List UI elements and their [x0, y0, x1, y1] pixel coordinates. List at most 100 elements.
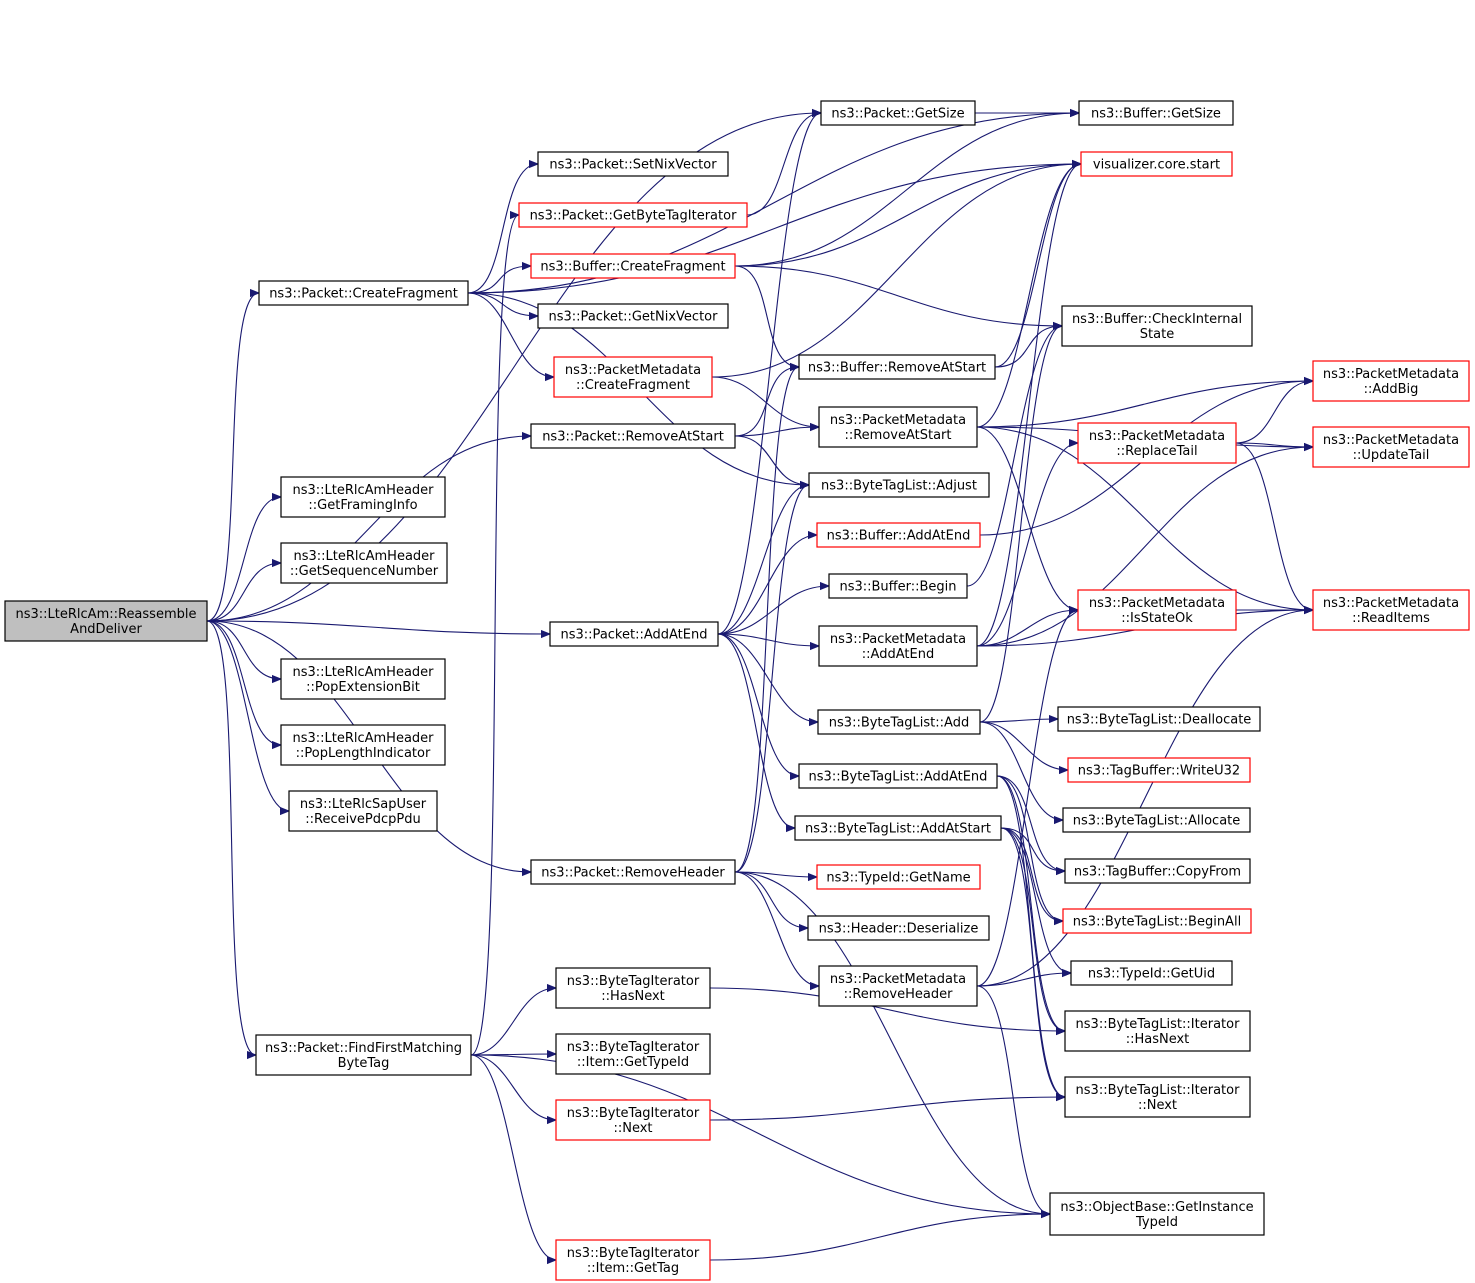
node-label: ns3::PacketMetadata	[565, 363, 701, 378]
edge-path	[206, 293, 260, 622]
edge-pkt-addatend-to-buf-begin	[717, 586, 829, 635]
node-box	[816, 864, 981, 890]
edge-path	[746, 113, 821, 216]
graph-node-pm-addbig[interactable]: ns3::PacketMetadata::AddBig	[1312, 360, 1470, 402]
edge-pkt-createfragment-to-pm-createfragment	[467, 292, 554, 377]
graph-node-bti-item-gettag[interactable]: ns3::ByteTagIterator::Item::GetTag	[555, 1239, 711, 1281]
graph-node-header-deserialize[interactable]: ns3::Header::Deserialize	[807, 915, 990, 941]
graph-node-buf-removeatstart[interactable]: ns3::Buffer::RemoveAtStart	[798, 354, 996, 380]
graph-node-pm-removeatstart[interactable]: ns3::PacketMetadata::RemoveAtStart	[818, 406, 978, 448]
node-label: ns3::ObjectBase::GetInstance	[1060, 1200, 1253, 1215]
node-box	[4, 600, 208, 642]
node-box	[807, 915, 990, 941]
graph-node-tagbuf-writeu32[interactable]: ns3::TagBuffer::WriteU32	[1067, 757, 1251, 783]
edge-path	[1235, 442, 1314, 610]
edge-pkt-addatend-to-btl-adjust	[717, 485, 809, 635]
node-box	[1064, 858, 1251, 884]
node-box	[1080, 151, 1233, 177]
graph-node-bti-hasnext[interactable]: ns3::ByteTagIterator::HasNext	[555, 967, 711, 1009]
graph-node-btl-addatend[interactable]: ns3::ByteTagList::AddAtEnd	[798, 763, 998, 789]
graph-node-tagbuf-copyfrom[interactable]: ns3::TagBuffer::CopyFrom	[1064, 858, 1251, 884]
graph-node-btl-iter-hasnext[interactable]: ns3::ByteTagList::Iterator::HasNext	[1064, 1010, 1251, 1052]
graph-node-visualizer-core-start[interactable]: visualizer.core.start	[1080, 151, 1233, 177]
node-label: ns3::PacketMetadata	[1089, 429, 1225, 444]
edge-btl-add-to-btl-allocate	[979, 721, 1063, 820]
node-label: ns3::Packet::SetNixVector	[549, 158, 717, 173]
graph-node-btl-adjust[interactable]: ns3::ByteTagList::Adjust	[808, 472, 990, 498]
edge-pm-addatend-to-visualizer-core-start	[976, 164, 1082, 647]
edge-path	[711, 376, 819, 427]
graph-node-btl-add[interactable]: ns3::ByteTagList::Add	[817, 709, 981, 735]
edge-pkt-findfirstmatchingbytetag-to-bti-item-gettag	[470, 1054, 557, 1260]
node-box	[280, 476, 446, 518]
graph-node-pkt-removeatstart[interactable]: ns3::Packet::RemoveAtStart	[530, 423, 736, 449]
node-label: ::UpdateTail	[1353, 448, 1430, 463]
graph-node-pkt-addatend[interactable]: ns3::Packet::AddAtEnd	[549, 621, 719, 647]
node-label: ns3::PacketMetadata	[1323, 433, 1459, 448]
graph-node-btl-allocate[interactable]: ns3::ByteTagList::Allocate	[1062, 807, 1251, 833]
graph-node-btl-beginall[interactable]: ns3::ByteTagList::BeginAll	[1062, 908, 1252, 934]
graph-node-pm-updatetail[interactable]: ns3::PacketMetadata::UpdateTail	[1312, 426, 1470, 468]
node-box	[798, 354, 996, 380]
edge-path	[206, 620, 290, 811]
edges	[206, 113, 1314, 1260]
graph-node-pkt-getnixvector[interactable]: ns3::Packet::GetNixVector	[537, 303, 729, 329]
node-box	[1077, 589, 1237, 631]
node-label: ns3::LteRlcAmHeader	[292, 731, 434, 746]
graph-node-btl-deallocate[interactable]: ns3::ByteTagList::Deallocate	[1057, 706, 1261, 732]
graph-node-bti-next[interactable]: ns3::ByteTagIterator::Next	[555, 1099, 711, 1141]
graph-node-pkt-getsize[interactable]: ns3::Packet::GetSize	[820, 100, 976, 126]
graph-node-pm-createfragment[interactable]: ns3::PacketMetadata::CreateFragment	[553, 356, 713, 398]
node-label: visualizer.core.start	[1093, 158, 1220, 173]
graph-node-sapuser-receivepdcppdu[interactable]: ns3::LteRlcSapUser::ReceivePdcpPdu	[288, 790, 438, 832]
edge-pm-removeheader-to-pm-readitems	[976, 610, 1313, 987]
graph-node-pm-removeheader[interactable]: ns3::PacketMetadata::RemoveHeader	[818, 965, 978, 1007]
node-label: ns3::Packet::FindFirstMatching	[265, 1041, 462, 1056]
edge-buf-createfragment-to-buf-removeatstart	[734, 265, 799, 367]
node-label: ns3::ByteTagIterator	[567, 1040, 700, 1055]
graph-node-pkt-setnixvector[interactable]: ns3::Packet::SetNixVector	[537, 151, 729, 177]
graph-node-pkt-createfragment[interactable]: ns3::Packet::CreateFragment	[258, 280, 469, 306]
graph-node-hdr-getsequencenumber[interactable]: ns3::LteRlcAmHeader::GetSequenceNumber	[280, 542, 448, 584]
graph-node-buf-getsize[interactable]: ns3::Buffer::GetSize	[1078, 100, 1234, 126]
graph-node-btl-addatstart[interactable]: ns3::ByteTagList::AddAtStart	[794, 815, 1002, 841]
graph-node-pm-replacetail[interactable]: ns3::PacketMetadata::ReplaceTail	[1077, 422, 1237, 464]
graph-node-buf-begin[interactable]: ns3::Buffer::Begin	[828, 573, 968, 599]
node-box	[1061, 305, 1253, 347]
graph-node-typeid-getname[interactable]: ns3::TypeId::GetName	[816, 864, 981, 890]
node-label: ns3::ByteTagList::Allocate	[1073, 814, 1241, 829]
node-box	[1312, 426, 1470, 468]
edge-path	[206, 563, 281, 622]
graph-node-hdr-getframinginfo[interactable]: ns3::LteRlcAmHeader::GetFramingInfo	[280, 476, 446, 518]
edge-pkt-removeatstart-to-btl-adjust	[734, 435, 809, 485]
graph-node-hdr-popextensionbit[interactable]: ns3::LteRlcAmHeader::PopExtensionBit	[280, 658, 446, 700]
node-label: ns3::TagBuffer::WriteU32	[1078, 764, 1240, 779]
node-box	[1049, 1192, 1265, 1236]
graph-node-buf-addatend[interactable]: ns3::Buffer::AddAtEnd	[816, 522, 981, 548]
edge-path	[734, 113, 1079, 267]
edge-path	[996, 775, 1066, 1031]
edge-pkt-removeheader-to-header-deserialize	[734, 871, 808, 928]
graph-node-btl-iter-next[interactable]: ns3::ByteTagList::Iterator::Next	[1064, 1076, 1251, 1118]
graph-node-hdr-poplengthindicator[interactable]: ns3::LteRlcAmHeader::PopLengthIndicator	[280, 724, 446, 766]
edge-btl-addatend-to-btl-iter-hasnext	[996, 775, 1066, 1031]
edge-path	[1000, 827, 1065, 871]
graph-node-pm-readitems[interactable]: ns3::PacketMetadata::ReadItems	[1312, 589, 1470, 631]
edge-path	[717, 586, 829, 635]
graph-node-bti-item-gettypeid[interactable]: ns3::ByteTagIterator::Item::GetTypeId	[555, 1033, 711, 1075]
graph-node-pm-isstateok[interactable]: ns3::PacketMetadata::IsStateOk	[1077, 589, 1237, 631]
edge-path	[976, 447, 1313, 647]
graph-node-buf-createfragment[interactable]: ns3::Buffer::CreateFragment	[530, 253, 736, 279]
graph-node-pm-addatend[interactable]: ns3::PacketMetadata::AddAtEnd	[818, 625, 978, 667]
edge-path	[467, 266, 531, 294]
node-box	[798, 763, 998, 789]
node-box	[553, 356, 713, 398]
graph-node-pkt-getbytetagiterator[interactable]: ns3::Packet::GetByteTagIterator	[518, 202, 748, 228]
graph-node-pkt-removeheader[interactable]: ns3::Packet::RemoveHeader	[530, 859, 736, 885]
edge-pkt-createfragment-to-visualizer-core-start	[467, 164, 1081, 294]
graph-node-typeid-getuid[interactable]: ns3::TypeId::GetUid	[1070, 960, 1233, 986]
